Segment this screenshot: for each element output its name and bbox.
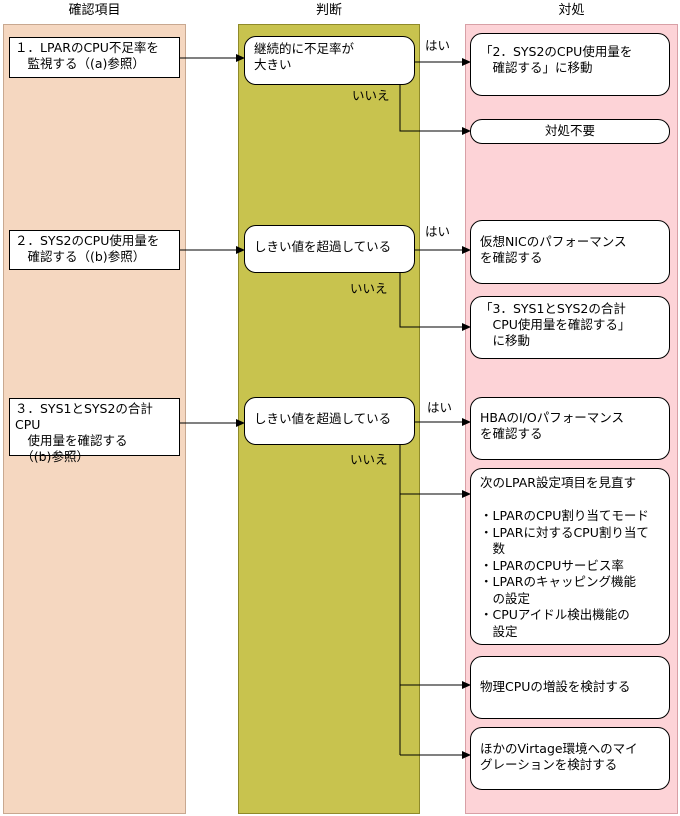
action-add-physical-cpu: 物理CPUの増設を検討する — [470, 656, 670, 719]
branch-yes-label-1: はい — [425, 38, 451, 53]
branch-yes-label-3: はい — [427, 400, 453, 415]
action-check-vnic: 仮想NICのパフォーマンス を確認する — [470, 220, 670, 284]
action-review-lpar-settings: 次のLPAR設定項目を見直す ・LPARのCPU割り当てモード ・LPARに対す… — [470, 468, 670, 645]
header-check-items: 確認項目 — [68, 3, 121, 18]
header-action: 対処 — [558, 3, 585, 18]
branch-no-label-3: いいえ — [350, 452, 388, 467]
check-item-1: １．LPARのCPU不足率を 監視する（(a)参照） — [9, 37, 180, 78]
action-check-hba: HBAのI/Oパフォーマンス を確認する — [470, 397, 670, 460]
branch-yes-label-2: はい — [425, 224, 451, 239]
judgment-1: 継続的に不足率が 大きい — [244, 36, 415, 85]
check-item-3: ３．SYS1とSYS2の合計CPU 使用量を確認する （(b)参照） — [9, 398, 180, 464]
action-migrate-virtage: ほかのVirtage環境へのマイ グレーションを検討する — [470, 727, 670, 790]
check-item-2: ２．SYS2のCPU使用量を 確認する（(b)参照） — [9, 230, 180, 270]
action-goto-sys2: 「2．SYS2のCPU使用量を 確認する」に移動 — [470, 33, 670, 96]
branch-no-label-1: いいえ — [352, 88, 390, 103]
header-judgment: 判断 — [315, 3, 342, 18]
branch-no-label-2: いいえ — [350, 281, 388, 296]
judgment-3: しきい値を超過している — [244, 397, 415, 445]
action-no-action: 対処不要 — [470, 119, 670, 144]
action-goto-sys1-sys2: 「3．SYS1とSYS2の合計 CPU使用量を確認する」 に移動 — [470, 296, 670, 359]
judgment-2: しきい値を超過している — [244, 225, 415, 273]
